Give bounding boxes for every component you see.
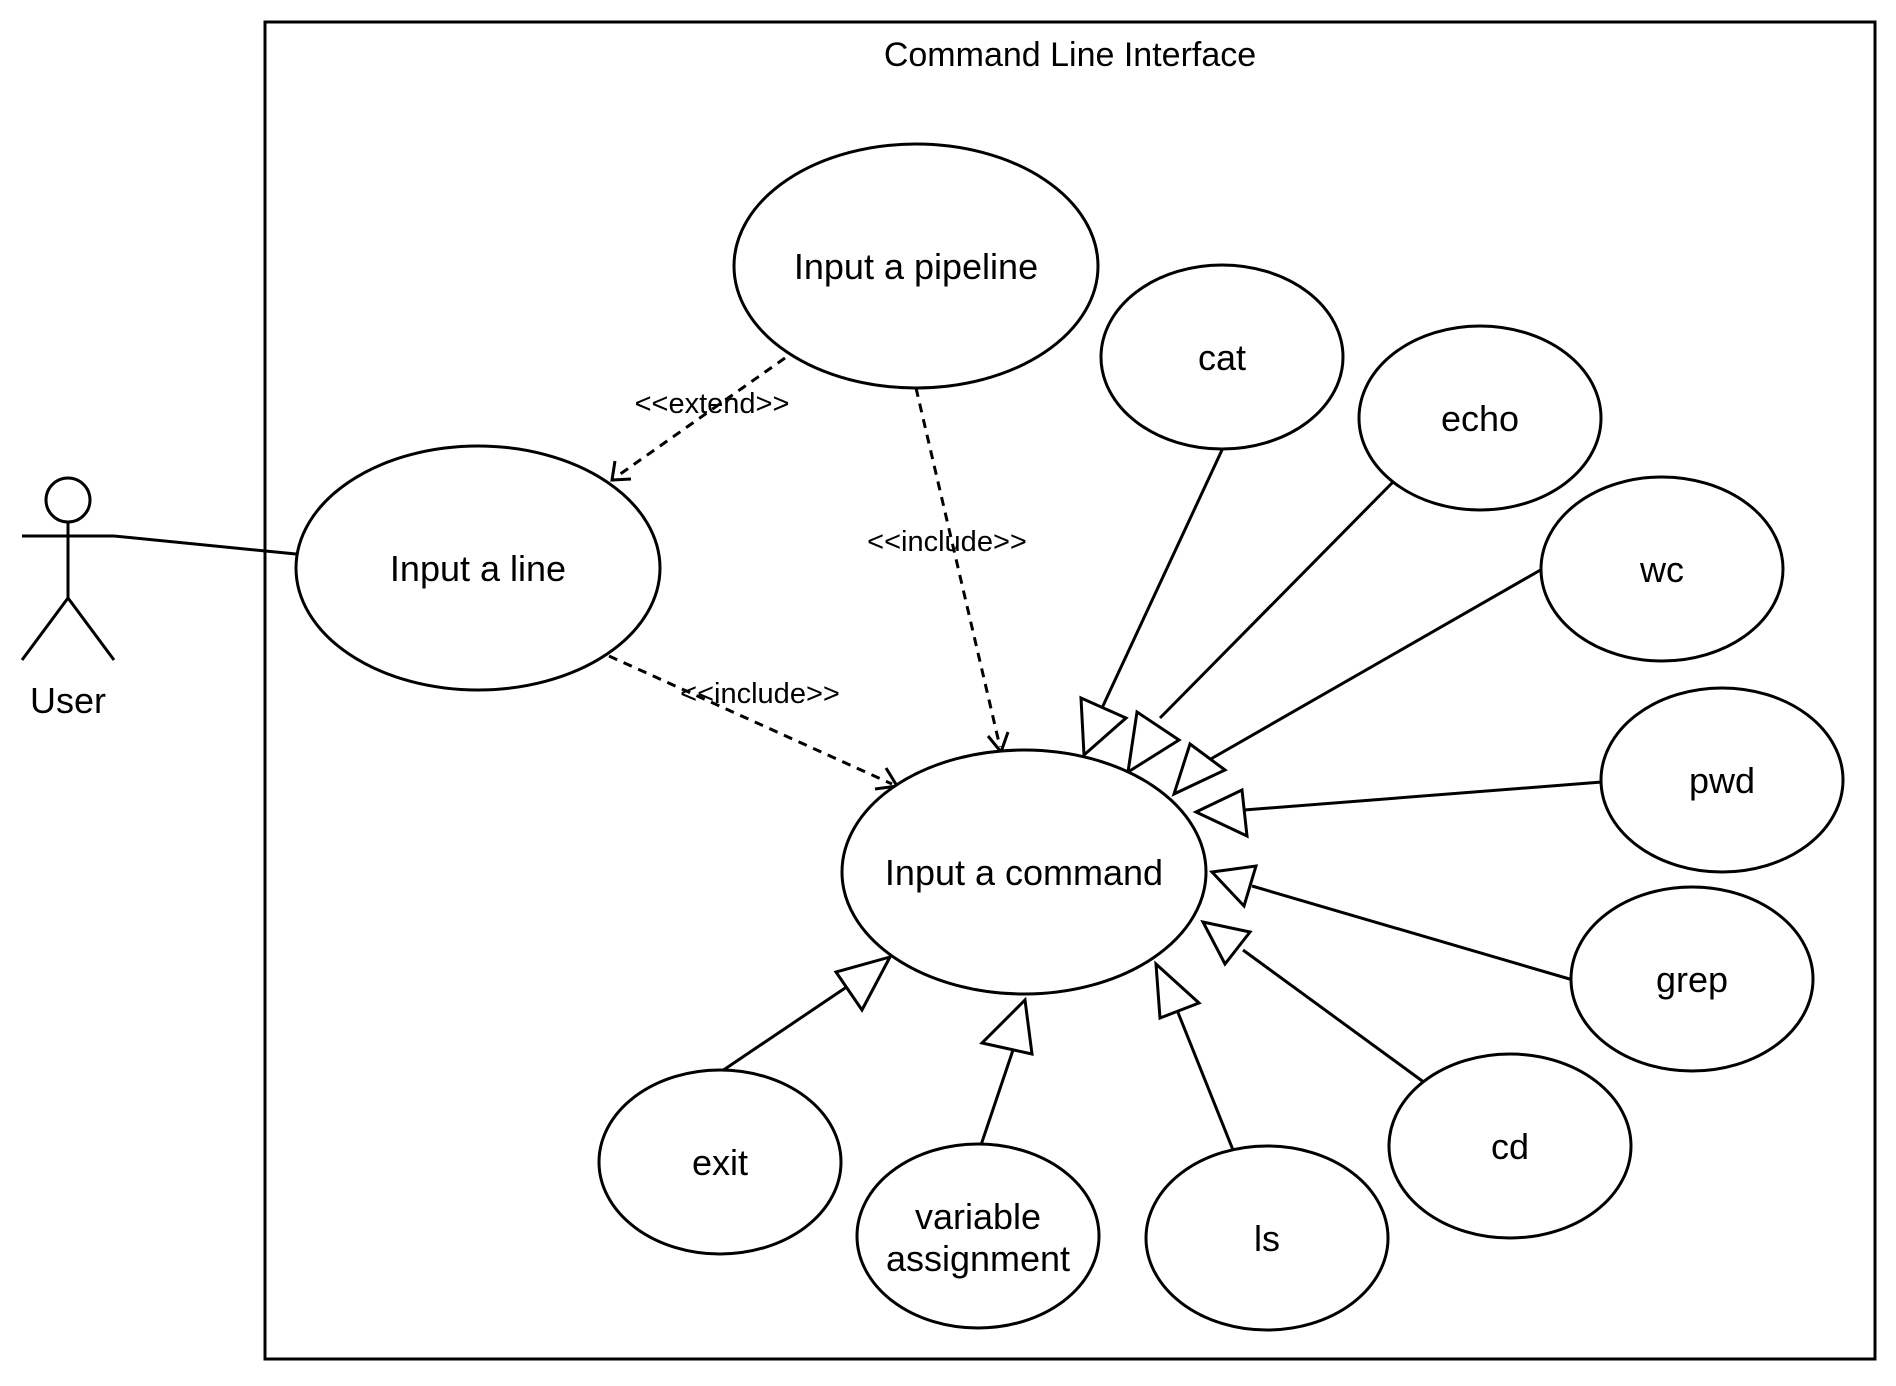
- generalization-grep: [1251, 884, 1574, 982]
- use-case-input-pipeline-label: Input a pipeline: [794, 246, 1038, 287]
- use-case-exit: exit: [597, 1068, 843, 1256]
- gen-head-pwd: [1192, 787, 1249, 839]
- include-label-pipeline: <<include>>: [867, 526, 1027, 558]
- generalization-cat: [1100, 449, 1224, 709]
- generalization-variable-assignment: [978, 1049, 1015, 1149]
- use-case-input-line-label: Input a line: [390, 548, 566, 589]
- use-case-input-command: Input a command: [840, 748, 1208, 996]
- use-case-ls: ls: [1144, 1144, 1390, 1332]
- gen-head-exit: [833, 954, 893, 1013]
- use-case-grep-label: grep: [1656, 959, 1728, 1000]
- extend-arrow-head: [610, 460, 632, 482]
- gen-head-grep: [1208, 864, 1259, 909]
- use-case-variable-assignment-label-line2: assignment: [886, 1238, 1070, 1279]
- system-title: Command Line Interface: [884, 36, 1256, 74]
- generalization-cd: [1242, 948, 1426, 1085]
- use-case-pwd: pwd: [1599, 686, 1845, 874]
- gen-head-echo: [1126, 709, 1182, 776]
- actor-left-leg: [20, 597, 70, 661]
- actor-head: [44, 476, 92, 524]
- use-case-input-command-label: Input a command: [885, 852, 1163, 893]
- use-case-grep: grep: [1569, 885, 1815, 1073]
- use-case-wc: wc: [1539, 475, 1785, 663]
- gen-head-cd: [1200, 919, 1253, 967]
- use-case-cd-label: cd: [1491, 1126, 1529, 1167]
- use-case-cd: cd: [1387, 1052, 1633, 1240]
- use-case-input-line: Input a line: [294, 444, 662, 692]
- use-case-ls-label: ls: [1254, 1218, 1280, 1259]
- actor-right-leg: [66, 597, 116, 661]
- use-case-pwd-label: pwd: [1689, 760, 1755, 801]
- gen-head-wc: [1171, 741, 1228, 797]
- actor-label: User: [30, 680, 106, 721]
- use-case-cat-label: cat: [1198, 337, 1246, 378]
- include-label-line: <<include>>: [680, 678, 840, 710]
- use-case-echo: echo: [1357, 324, 1603, 512]
- extend-label: <<extend>>: [635, 388, 790, 420]
- generalization-wc: [1208, 566, 1545, 762]
- use-case-variable-assignment-label-line1: variable: [915, 1196, 1041, 1237]
- generalization-ls: [1175, 1009, 1235, 1151]
- use-case-cat: cat: [1099, 263, 1345, 451]
- use-case-input-pipeline: Input a pipeline: [732, 142, 1100, 390]
- association-user-input-line: [113, 534, 297, 556]
- actor-user: User: [20, 476, 116, 721]
- gen-head-variable-assignment: [979, 996, 1034, 1056]
- use-case-echo-label: echo: [1441, 398, 1519, 439]
- extend-pipeline-line: [615, 356, 786, 479]
- include-pipeline-command: [914, 387, 1002, 748]
- include-line-command: [608, 654, 893, 786]
- generalization-exit: [721, 978, 858, 1073]
- use-case-variable-assignment: variable assignment: [855, 1142, 1101, 1330]
- generalization-echo: [1158, 480, 1395, 720]
- use-case-wc-label: wc: [1639, 549, 1684, 590]
- generalization-pwd: [1243, 780, 1603, 812]
- gen-head-cat: [1079, 695, 1129, 759]
- gen-head-ls: [1154, 960, 1202, 1021]
- use-case-exit-label: exit: [692, 1142, 748, 1183]
